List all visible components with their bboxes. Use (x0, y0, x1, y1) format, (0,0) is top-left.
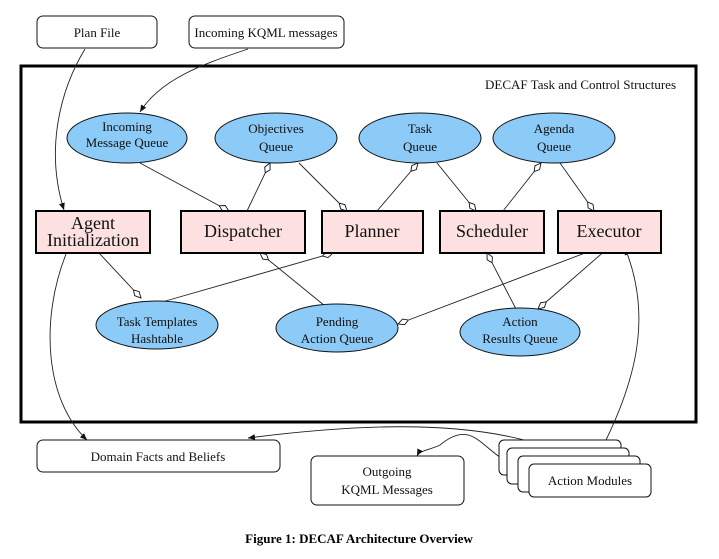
incoming-message-queue: Incoming Message Queue (66, 112, 188, 164)
edge-agenda-to-executor (559, 162, 594, 211)
outgoing-kqml-box: Outgoing KQML Messages (310, 455, 465, 506)
action-modules-stack: Action Modules (498, 439, 652, 498)
edge-results-to-scheduler (487, 253, 517, 310)
agenda-queue-line2: Queue (537, 139, 571, 154)
executor-label: Executor (577, 221, 642, 241)
scheduler-box: Scheduler (439, 210, 545, 254)
edge-modules-to-outgoing (416, 433, 505, 461)
edge-task-to-scheduler (436, 162, 476, 211)
domain-facts-box: Domain Facts and Beliefs (36, 439, 281, 473)
container-label: DECAF Task and Control Structures (485, 77, 676, 92)
agenda-queue-line1: Agenda (534, 121, 575, 136)
edge-modules-to-facts (247, 426, 529, 442)
incoming-kqml-label: Incoming KQML messages (194, 25, 337, 40)
task-queue-line2: Queue (403, 139, 437, 154)
edge-plan-to-init (55, 48, 86, 211)
task-templates-line2: Hashtable (131, 331, 183, 346)
domain-facts-label: Domain Facts and Beliefs (91, 449, 226, 464)
agent-init-line2: Initialization (47, 230, 139, 250)
scheduler-label: Scheduler (456, 221, 528, 241)
objectives-queue-line1: Objectives (248, 121, 304, 136)
edges-group (49, 48, 640, 461)
task-templates-hashtable: Task Templates Hashtable (95, 300, 219, 350)
pending-action-queue: Pending Action Queue (275, 303, 399, 353)
planner-label: Planner (345, 221, 400, 241)
incoming-queue-line2: Message Queue (86, 135, 169, 150)
incoming-kqml-box: Incoming KQML messages (188, 15, 345, 49)
edge-objectives-to-planner (298, 162, 347, 211)
edge-dispatcher-to-objectives (246, 163, 270, 212)
plan-file-label: Plan File (74, 25, 121, 40)
outgoing-kqml-line1: Outgoing (362, 464, 412, 479)
pending-queue-line1: Pending (316, 314, 359, 329)
dispatcher-box: Dispatcher (180, 210, 306, 254)
planner-box: Planner (321, 210, 424, 254)
edge-incoming-to-dispatcher (139, 162, 229, 211)
dispatcher-label: Dispatcher (204, 221, 282, 241)
executor-box: Executor (557, 210, 662, 254)
objectives-queue: Objectives Queue (214, 112, 338, 164)
task-queue-line1: Task (408, 121, 433, 136)
figure-caption: Figure 1: DECAF Architecture Overview (245, 531, 473, 546)
edge-kqml-to-incoming (139, 48, 249, 113)
edge-init-to-templates (98, 252, 141, 298)
objectives-queue-line2: Queue (259, 139, 293, 154)
agent-init-line1: Agent (71, 213, 115, 233)
edge-modules-to-executor (600, 247, 640, 448)
outgoing-kqml-line2: KQML Messages (341, 482, 433, 497)
edge-planner-to-task (376, 163, 418, 212)
results-queue-line2: Results Queue (482, 331, 558, 346)
edge-executor-to-results (538, 248, 608, 309)
edge-init-to-facts (49, 253, 88, 441)
plan-file-box: Plan File (36, 15, 158, 49)
action-modules-label: Action Modules (548, 473, 632, 488)
task-templates-line1: Task Templates (117, 314, 198, 329)
action-results-queue: Action Results Queue (459, 307, 581, 357)
pending-queue-line2: Action Queue (301, 331, 374, 346)
edge-scheduler-to-agenda (502, 163, 541, 212)
incoming-queue-line1: Incoming (102, 119, 152, 134)
edge-pending-to-dispatcher (260, 253, 326, 307)
task-queue: Task Queue (358, 112, 482, 164)
results-queue-line1: Action (502, 314, 538, 329)
edge-executor-to-pending (398, 252, 586, 324)
edge-templates-to-planner (161, 253, 333, 303)
agenda-queue: Agenda Queue (492, 112, 616, 164)
agent-initialization-box: Agent Initialization (35, 210, 151, 254)
